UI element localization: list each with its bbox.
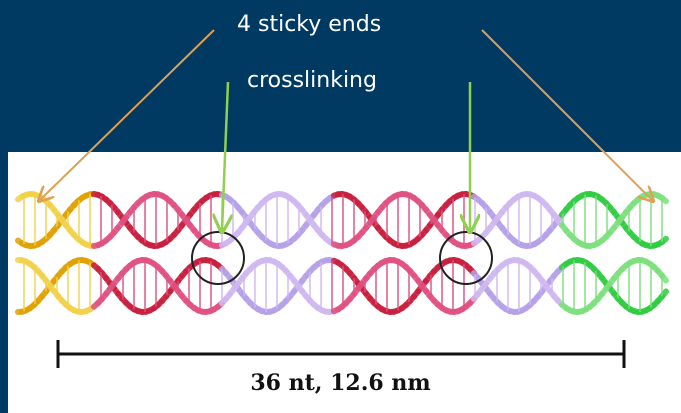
crosslinking-label: crosslinking [247, 68, 377, 93]
sticky-ends-label: 4 sticky ends [237, 12, 382, 37]
double-helix-pair [15, 191, 669, 315]
scale-bar [56, 340, 626, 368]
sticky-end-arrow-left [40, 29, 215, 200]
sticky-end-arrow-right [481, 29, 652, 200]
crosslink-arrow-left [222, 81, 228, 230]
scale-bar-label: 36 nt, 12.6 nm [250, 370, 431, 396]
